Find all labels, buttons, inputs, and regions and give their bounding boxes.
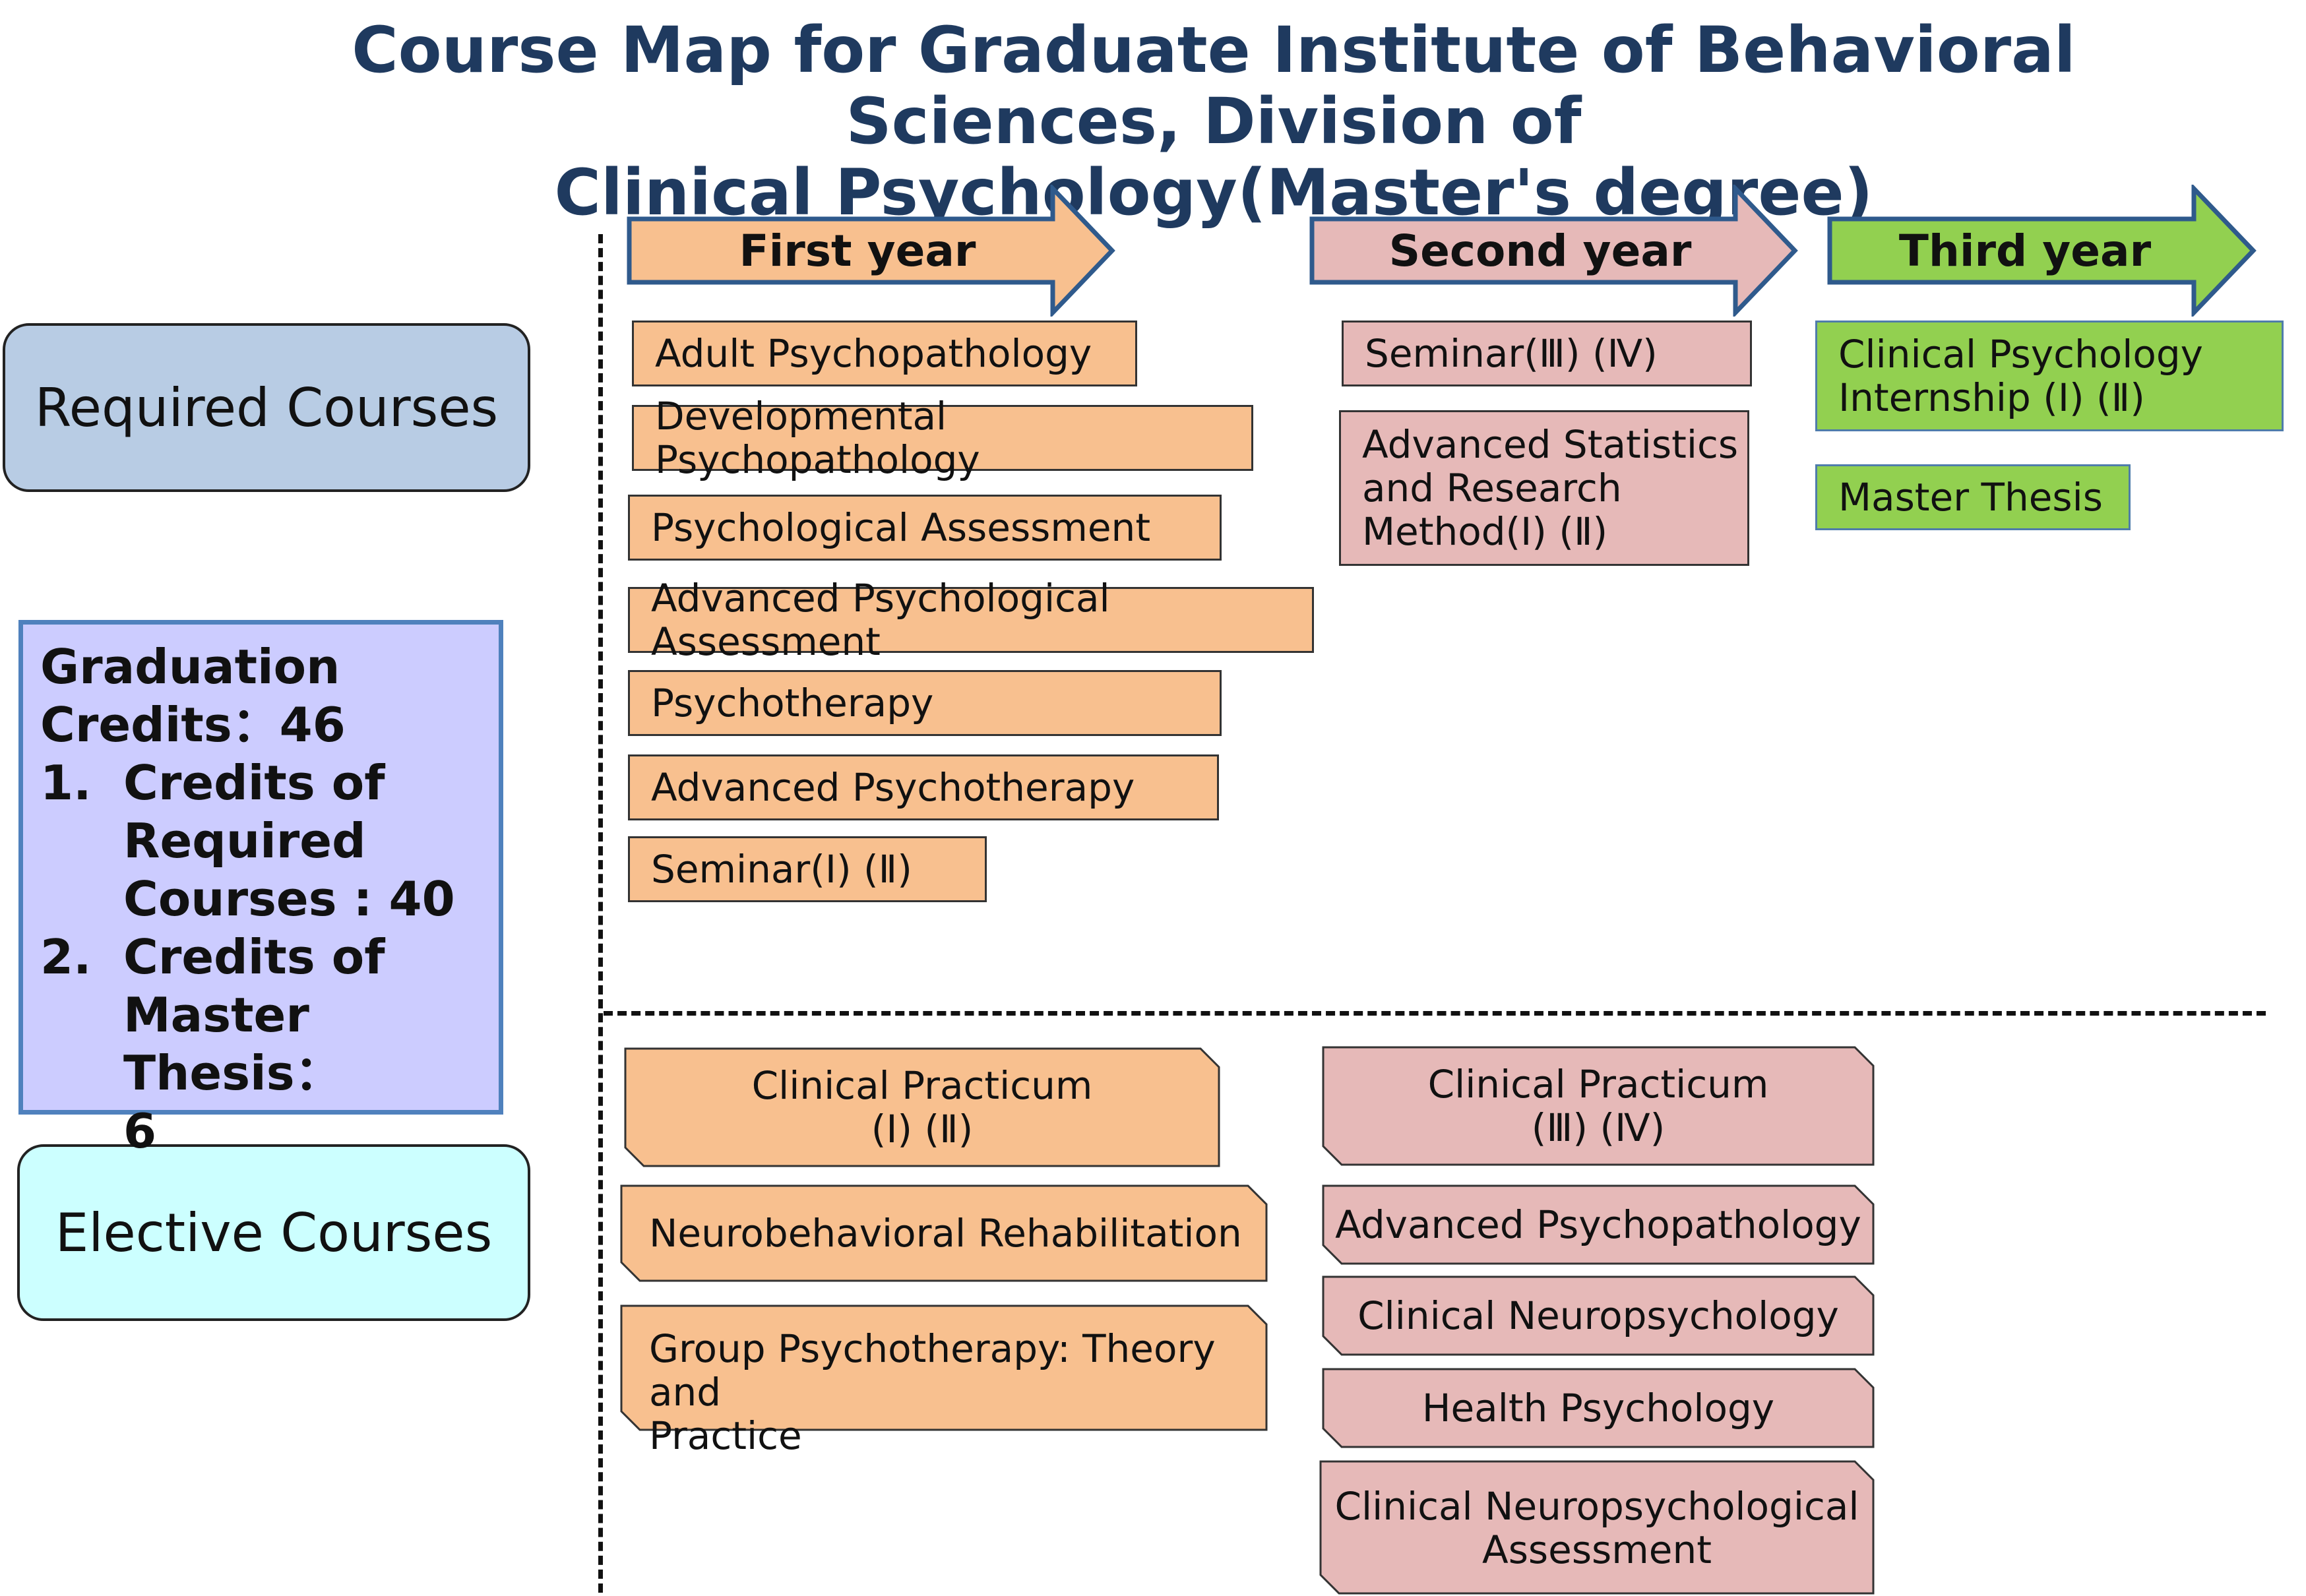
title-line-2: Clinical Psychology(Master's degree) — [554, 156, 1873, 230]
elective-clinical-neuropsychology: Clinical Neuropsychology — [1322, 1275, 1875, 1356]
course-label: Seminar(Ⅰ) (Ⅱ) — [651, 847, 912, 892]
course-label-line: Clinical Neuropsychology — [1357, 1293, 1839, 1338]
course-advanced-psychotherapy: Advanced Psychotherapy — [628, 754, 1219, 820]
course-label-line: Clinical Psychology — [1838, 332, 2203, 377]
course-label-line: Group Psychotherapy: Theory and — [649, 1326, 1216, 1415]
course-label-line: Internship (Ⅰ) (Ⅱ) — [1838, 375, 2145, 420]
second-year-label: Second year — [1388, 225, 1692, 276]
graduation-heading-1: Graduation — [40, 639, 340, 694]
course-developmental-psychopathology: Developmental Psychopathology — [632, 394, 1253, 481]
vertical-divider — [598, 234, 603, 1593]
course-clinical-psychology-internship: Clinical Psychology Internship (Ⅰ) (Ⅱ) — [1815, 321, 2284, 431]
elective-box-shape — [620, 1184, 1268, 1282]
course-advanced-statistics: Advanced Statistics and Research Method(… — [1339, 410, 1749, 566]
elective-box-shape — [624, 1047, 1220, 1167]
elective-box-shape — [1322, 1275, 1875, 1356]
elective-clinical-neuropsychological-assessment: Clinical Neuropsychological Assessment — [1319, 1460, 1875, 1596]
first-year-arrow-shape — [627, 185, 1115, 317]
credit-item-line: Courses : 40 — [123, 871, 455, 927]
elective-box-shape — [620, 1304, 1268, 1431]
course-label-line: Clinical Neuropsychological — [1334, 1484, 1859, 1529]
elective-box-shape — [1322, 1368, 1875, 1448]
course-label-line: Clinical Practicum — [1427, 1062, 1769, 1107]
elective-box-shape — [1322, 1046, 1875, 1166]
course-label-line: Clinical Practicum — [751, 1063, 1093, 1108]
course-label-line: and Research — [1362, 466, 1622, 510]
course-label-line: Advanced Statistics — [1362, 422, 1739, 467]
elective-health-psychology: Health Psychology — [1322, 1368, 1875, 1448]
credit-item-thesis: 2. Credits of Master Thesis： 6 — [40, 928, 482, 1160]
course-label-line: Assessment — [1482, 1527, 1712, 1572]
credit-item-line: Credits of — [123, 755, 385, 811]
first-year-label: First year — [739, 225, 976, 276]
graduation-credits-box: Graduation Credits：46 1. Credits of Requ… — [18, 620, 503, 1159]
credit-item-line: Required — [123, 813, 366, 869]
elective-group-psychotherapy: Group Psychotherapy: Theory and Practice — [620, 1304, 1268, 1458]
course-label: Advanced Psychotherapy — [651, 765, 1135, 810]
course-label-line: (Ⅲ) (Ⅳ) — [1531, 1105, 1666, 1150]
elective-box-shape — [1322, 1184, 1875, 1265]
course-label: Psychological Assessment — [651, 505, 1151, 550]
credit-item-line: Credits of — [123, 929, 385, 985]
page-title: Course Map for Graduate Institute of Beh… — [198, 15, 2229, 228]
course-label-line: Health Psychology — [1421, 1386, 1775, 1430]
course-label-line: Advanced Psychopathology — [1335, 1202, 1861, 1247]
required-courses-text: Required Courses — [34, 377, 499, 439]
course-adult-psychopathology: Adult Psychopathology — [632, 321, 1137, 386]
course-seminar-1-2: Seminar(Ⅰ) (Ⅱ) — [628, 836, 987, 902]
course-advanced-psychological-assessment: Advanced Psychological Assessment — [628, 576, 1314, 663]
elective-courses-label: Elective Courses — [17, 1144, 530, 1321]
course-label-line: (Ⅰ) (Ⅱ) — [871, 1107, 974, 1151]
course-label: Adult Psychopathology — [655, 331, 1092, 376]
horizontal-divider — [604, 1011, 2266, 1016]
course-label-line: Practice — [649, 1413, 802, 1458]
third-year-arrow-shape — [1827, 185, 2257, 317]
elective-advanced-psychopathology: Advanced Psychopathology — [1322, 1184, 1875, 1265]
course-label: Psychotherapy — [651, 681, 934, 725]
elective-clinical-practicum-3-4: Clinical Practicum (Ⅲ) (Ⅳ) — [1322, 1046, 1875, 1166]
course-psychological-assessment: Psychological Assessment — [628, 495, 1222, 561]
elective-box-shape — [1319, 1460, 1875, 1595]
elective-neurobehavioral-rehabilitation: Neurobehavioral Rehabilitation — [620, 1184, 1268, 1282]
credit-item-line: Master Thesis： — [123, 987, 342, 1101]
title-line-1: Course Map for Graduate Institute of Beh… — [352, 13, 2076, 158]
elective-courses-text: Elective Courses — [55, 1202, 493, 1264]
first-year-arrow: First year — [627, 185, 1121, 317]
elective-clinical-practicum-1-2: Clinical Practicum (Ⅰ) (Ⅱ) — [624, 1047, 1220, 1167]
course-label: Master Thesis — [1838, 475, 2103, 520]
course-psychotherapy: Psychotherapy — [628, 670, 1222, 736]
required-courses-label: Required Courses — [3, 323, 530, 492]
credit-item-line: 6 — [123, 1103, 157, 1159]
credit-item-required: 1. Credits of Required Courses : 40 — [40, 754, 482, 928]
second-year-arrow: Second year — [1309, 185, 1804, 317]
course-label-line: Method(Ⅰ) (Ⅱ) — [1362, 509, 1608, 554]
credit-item-number: 2. — [40, 929, 92, 985]
course-label-line: Neurobehavioral Rehabilitation — [649, 1211, 1242, 1256]
third-year-arrow: Third year — [1827, 185, 2262, 317]
course-master-thesis: Master Thesis — [1815, 464, 2131, 530]
course-label: Advanced Psychological Assessment — [651, 576, 1110, 664]
second-year-arrow-shape — [1309, 185, 1798, 317]
credit-item-number: 1. — [40, 755, 92, 811]
course-label: Developmental Psychopathology — [655, 394, 980, 482]
course-label: Seminar(Ⅲ) (Ⅳ) — [1365, 331, 1658, 376]
third-year-label: Third year — [1898, 225, 2152, 276]
graduation-heading-2: Credits：46 — [40, 697, 346, 752]
course-seminar-3-4: Seminar(Ⅲ) (Ⅳ) — [1342, 321, 1752, 386]
